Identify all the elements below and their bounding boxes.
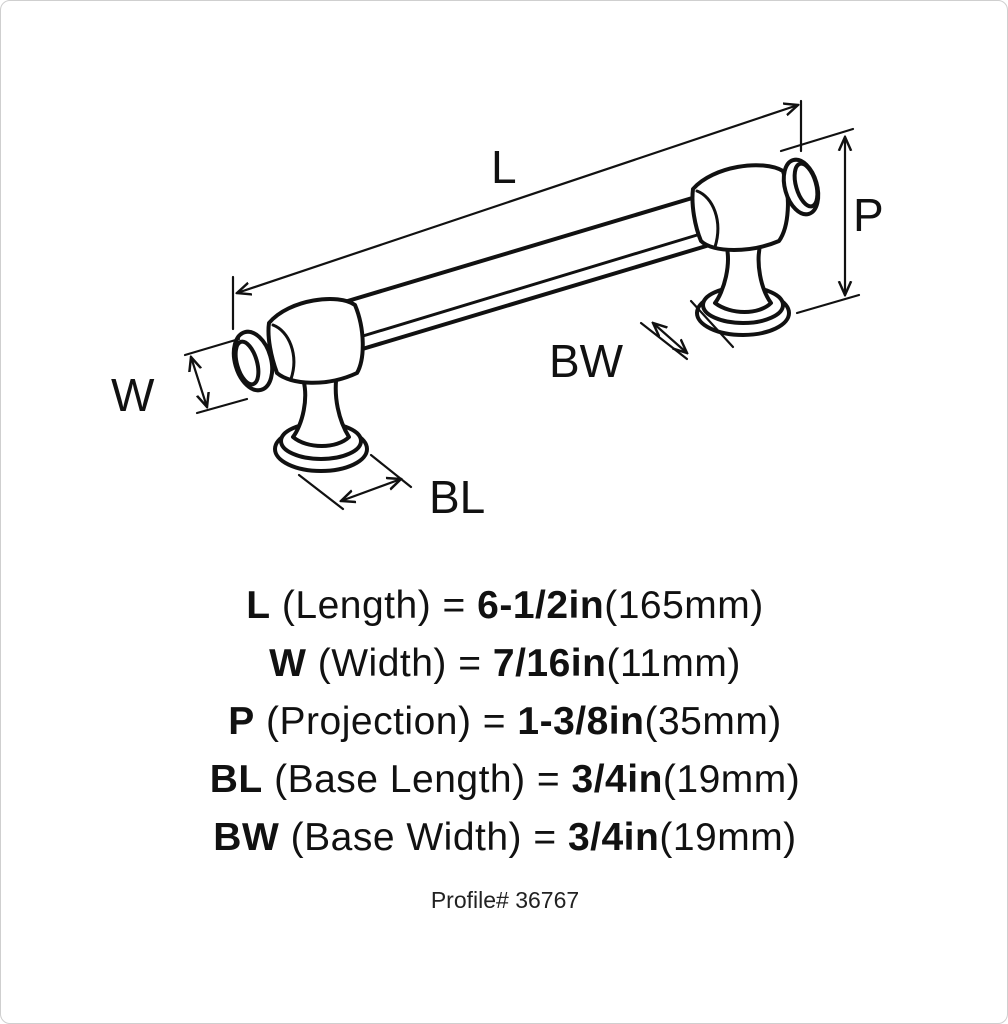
base-length-dimension-line — [341, 479, 401, 501]
spec-base-width: BW (Base Width) = 3/4in(19mm) — [1, 809, 1007, 867]
width-dimension-line — [191, 357, 207, 407]
base-length-label: BL — [429, 471, 485, 523]
spec-code: P — [228, 700, 255, 743]
left-post-stem — [291, 371, 351, 448]
spec-code: W — [269, 642, 307, 685]
spec-base-length: BL (Base Length) = 3/4in(19mm) — [1, 751, 1007, 809]
spec-name: (Length) = — [281, 584, 478, 627]
spec-imperial: 3/4in — [567, 816, 660, 859]
spec-length: L (Length) = 6-1/2in(165mm) — [1, 577, 1007, 635]
spec-metric: (19mm) — [662, 758, 801, 801]
profile-number: Profile# 36767 — [430, 887, 580, 913]
dimension-spec-list: L (Length) = 6-1/2in(165mm) W (Width) = … — [1, 577, 1007, 867]
spec-projection: P (Projection) = 1-3/8in(35mm) — [1, 693, 1007, 751]
spec-code: BL — [209, 758, 263, 801]
spec-code: BW — [213, 816, 280, 859]
spec-imperial: 6-1/2in — [477, 584, 605, 627]
width-label: W — [111, 369, 155, 421]
right-collar — [690, 157, 821, 252]
left-collar — [231, 297, 365, 393]
spec-name: (Base Width) = — [290, 816, 568, 859]
spec-metric: (35mm) — [644, 700, 782, 743]
spec-metric: (19mm) — [659, 816, 797, 859]
spec-imperial: 7/16in — [492, 642, 607, 685]
spec-width: W (Width) = 7/16in(11mm) — [1, 635, 1007, 693]
spec-name: (Projection) = — [266, 700, 518, 743]
spec-metric: (11mm) — [606, 642, 741, 685]
length-label: L — [491, 141, 517, 193]
spec-metric: (165mm) — [604, 584, 764, 627]
spec-name: (Width) = — [317, 642, 493, 685]
base-width-dimension-line — [653, 323, 687, 353]
base-width-label: BW — [549, 335, 624, 387]
spec-imperial: 3/4in — [571, 758, 663, 801]
projection-label: P — [853, 189, 884, 241]
handle-line-drawing: L P W BW BL — [111, 99, 884, 523]
length-dimension-line — [237, 105, 798, 293]
spec-name: (Base Length) = — [274, 758, 572, 801]
spec-code: L — [246, 584, 271, 627]
spec-imperial: 1-3/8in — [517, 700, 645, 743]
